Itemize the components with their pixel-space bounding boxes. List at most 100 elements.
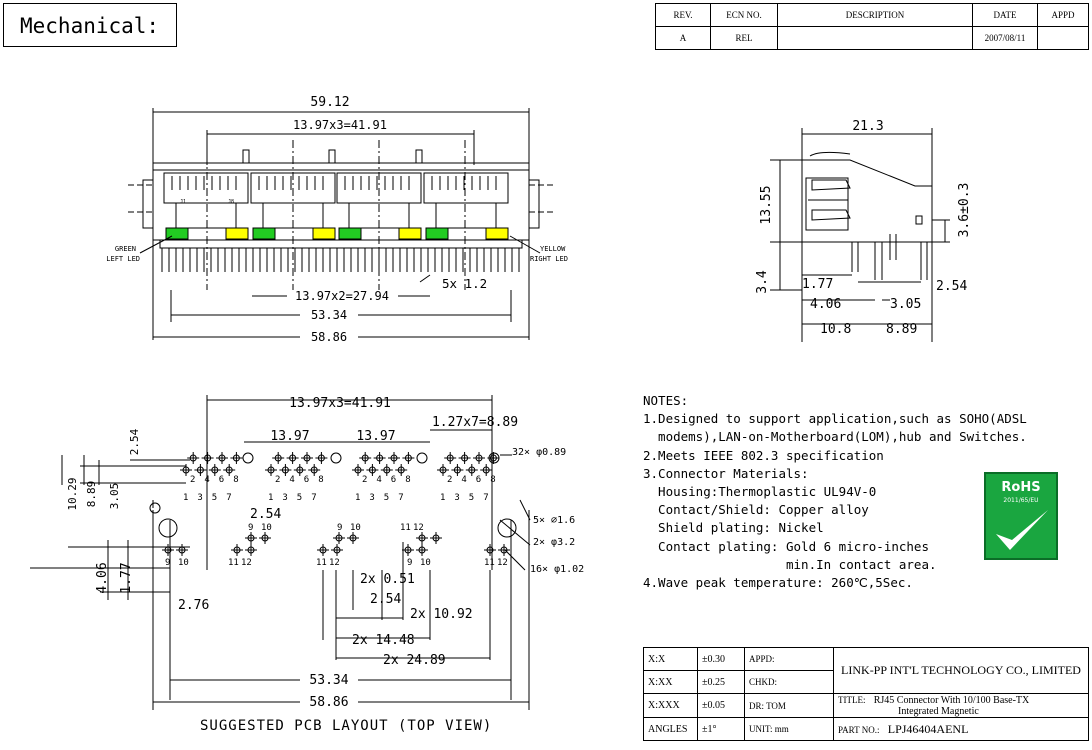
pin-number-odd: 1: [268, 493, 273, 503]
note-line: Contact/Shield: Copper alloy: [643, 502, 869, 518]
note-line: min.In contact area.: [643, 556, 937, 572]
pcb-dim-406: 4.06: [95, 562, 110, 593]
pin-number-odd: 1: [440, 493, 445, 503]
pin-number-even: 8: [405, 475, 410, 485]
front-dim-5886: 58.86: [311, 330, 347, 344]
pin-number-even: 2: [447, 475, 452, 485]
pin-number-even: 8: [490, 475, 495, 485]
hole-label-16: 16× φ1.02: [530, 564, 584, 575]
front-dim-5334: 53.34: [311, 308, 347, 322]
front-dim-pitch2: 13.97x2=27.94: [295, 289, 389, 303]
front-view-drawing: 59.12 13.97x3=41.91 13.97x2=27.94 5x 1.2…: [106, 95, 568, 344]
rohs-title: RoHS: [1001, 480, 1041, 495]
pin-number-odd: 3: [282, 493, 287, 503]
pin-number-odd: 3: [369, 493, 374, 503]
pin-number-odd: 7: [311, 493, 316, 503]
pin-number-even: 6: [219, 475, 224, 485]
pin-number: 12: [241, 558, 252, 568]
ecn-header: ECN NO.: [710, 3, 778, 27]
rohs-logo: RoHS 2011/65/EU: [984, 472, 1058, 560]
title-text: RJ45 Connector With 10/100 Base-TX: [873, 695, 1030, 706]
pcb-dim-1029: 10.29: [66, 477, 79, 510]
pin-number-even: 4: [289, 475, 294, 485]
pin-number: 9: [248, 523, 253, 533]
front-dim-pin: 5x 1.2: [442, 276, 487, 291]
pcb-dim-2489: 2x 24.89: [383, 653, 446, 668]
pin-number-odd: 1: [355, 493, 360, 503]
pin-number-even: 2: [275, 475, 280, 485]
pin-number: 11: [228, 558, 239, 568]
pin-number: 10: [261, 523, 272, 533]
pcb-dim-254b: 2.54: [370, 592, 401, 607]
part-field: PART NO.: LPJ46404AENL: [833, 717, 1089, 741]
pin-number: 10: [350, 523, 361, 533]
pin-number-even: 4: [461, 475, 466, 485]
note-line: modems),LAN-on-Motherboard(LOM),hub and …: [643, 429, 1027, 445]
pcb-dim-276: 2.76: [178, 598, 209, 613]
title-text-2: Integrated Magnetic: [898, 706, 979, 717]
pcb-dim-254v: 2.54: [128, 428, 141, 455]
side-dim-width: 21.3: [852, 119, 883, 134]
chkd-field: CHKD:: [744, 670, 834, 694]
pcb-dim-a: 13.97: [270, 429, 309, 444]
title-block: X:X ±0.30 APPD: LINK-PP INT'L TECHNOLOGY…: [643, 647, 1089, 741]
tol-3-label: X:XXX: [643, 693, 698, 718]
pin-number: 12: [329, 558, 340, 568]
led-green: [252, 227, 276, 240]
notes-heading: NOTES:: [643, 393, 689, 408]
side-dim-406: 4.06: [810, 297, 841, 312]
pin-number-even: 2: [362, 475, 367, 485]
port-opening: [423, 172, 509, 204]
port-label-a: J1: [180, 199, 186, 205]
pin-number-odd: 5: [384, 493, 389, 503]
side-dim-889: 8.89: [886, 322, 917, 337]
pin-number: 12: [413, 523, 424, 533]
pcb-layout-drawing: 13.97x3=41.91 13.97 13.97 1.27x7=8.89 2.…: [30, 395, 584, 710]
mechanical-title: Mechanical:: [3, 3, 177, 47]
side-dim-height: 13.55: [759, 185, 774, 224]
note-line: Shield plating: Nickel: [643, 520, 824, 536]
tol-2-value: ±0.25: [697, 670, 745, 694]
tol-1-label: X:X: [643, 647, 698, 671]
led-left-label-2: LEFT LED: [106, 255, 140, 263]
hole-label-32: 32× φ0.89: [512, 447, 566, 458]
pin-number-odd: 3: [197, 493, 202, 503]
mounting-hole: [416, 452, 428, 464]
ecn-value: REL: [710, 26, 778, 50]
led-left-label-1: GREEN: [115, 245, 136, 253]
pin-number: 11: [316, 558, 327, 568]
led-green: [338, 227, 362, 240]
pcb-dim-pitch3: 13.97x3=41.91: [289, 396, 391, 411]
pcb-dim-1092: 2x 10.92: [410, 607, 473, 622]
side-dim-34: 3.4: [755, 270, 770, 294]
pin-number-odd: 1: [183, 493, 188, 503]
pin-number-odd: 7: [483, 493, 488, 503]
pcb-dim-5886: 58.86: [309, 695, 348, 710]
front-dim-pitch3: 13.97x3=41.91: [293, 118, 387, 132]
pin-number: 10: [178, 558, 189, 568]
led-yellow: [398, 227, 422, 240]
side-dim-36: 3.6±0.3: [957, 183, 972, 238]
mounting-hole: [488, 452, 500, 464]
pin-number-odd: 3: [454, 493, 459, 503]
pin-number: 11: [400, 523, 411, 533]
rev-value: A: [655, 26, 711, 50]
note-line: Contact plating: Gold 6 micro-inches: [643, 538, 929, 554]
mounting-hole: [158, 518, 178, 538]
tol-1-value: ±0.30: [697, 647, 745, 671]
pcb-dim-051: 2x 0.51: [360, 572, 415, 587]
pin-number-odd: 5: [297, 493, 302, 503]
pin-number-even: 4: [376, 475, 381, 485]
pin-number-even: 8: [233, 475, 238, 485]
front-dim-overall: 59.12: [310, 95, 349, 110]
pcb-dim-177: 1.77: [119, 562, 134, 593]
title-field: TITLE: RJ45 Connector With 10/100 Base-T…: [833, 693, 1089, 718]
pin-number-odd: 5: [212, 493, 217, 503]
side-dim-108: 10.8: [820, 322, 851, 337]
side-dim-305: 3.05: [890, 297, 921, 312]
appd-header: APPD: [1037, 3, 1089, 27]
description-value: [777, 26, 973, 50]
pin-number-odd: 5: [469, 493, 474, 503]
note-line: 1.Designed to support application,such a…: [643, 411, 1027, 427]
led-yellow: [485, 227, 509, 240]
